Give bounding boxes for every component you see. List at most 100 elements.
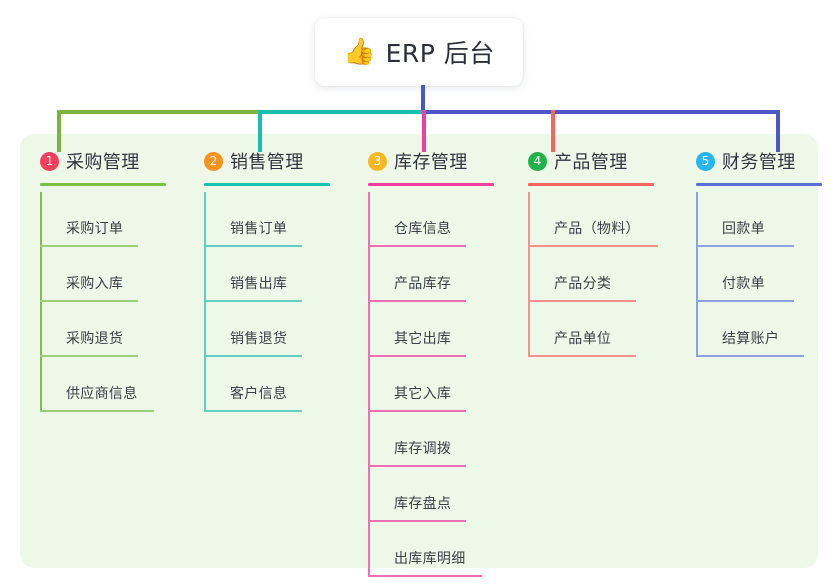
leaf-rule [40,245,138,247]
leaf-rule [204,410,302,412]
bus-segment-teal [260,110,426,114]
leaf-rule [528,245,658,247]
list-item[interactable]: 其它出库 [368,302,500,357]
root-title: ERP 后台 [385,39,495,68]
connector-lines [57,85,780,152]
branch-column-1: 1 采购管理 采购订单 采购入库 采购退货 [40,148,172,412]
branch-header-4[interactable]: 4 产品管理 [528,148,668,186]
branch-badge-5: 5 [696,151,715,171]
list-item[interactable]: 产品（物料） [528,192,668,247]
leaf-label: 出库库明细 [394,551,466,567]
list-item[interactable]: 仓库信息 [368,192,500,247]
list-item[interactable]: 采购订单 [40,192,172,247]
leaf-rule [40,355,138,357]
leaf-label: 销售订单 [230,221,288,237]
leaf-rule [368,300,466,302]
root-stem-line [421,85,425,113]
leaf-rule [528,355,636,357]
branch-spine-2 [204,192,206,412]
leaf-label: 销售退货 [230,331,288,347]
branch-drop-3 [422,110,426,152]
leaf-label: 仓库信息 [394,221,452,237]
branch-leaves-2: 销售订单 销售出库 销售退货 客户信息 [204,192,336,412]
leaf-label: 产品库存 [394,276,452,292]
leaf-rule [368,245,466,247]
branch-spine-3 [368,192,370,577]
leaf-rule [696,245,794,247]
branch-rule-5 [696,183,822,186]
leaf-rule [368,520,466,522]
list-item[interactable]: 其它入库 [368,357,500,412]
list-item[interactable]: 产品库存 [368,247,500,302]
list-item[interactable]: 回款单 [696,192,828,247]
leaf-label: 库存盘点 [394,496,452,512]
list-item[interactable]: 采购退货 [40,302,172,357]
leaf-label: 付款单 [722,276,765,292]
leaf-rule [204,300,302,302]
list-item[interactable]: 出库库明细 [368,522,500,577]
leaf-rule [368,410,466,412]
thumbs-up-icon: 👍 [343,37,376,67]
list-item[interactable]: 销售出库 [204,247,336,302]
leaf-label: 产品（物料） [554,221,640,237]
branch-column-5: 5 财务管理 回款单 付款单 结算账户 [696,148,828,357]
leaf-label: 回款单 [722,221,765,237]
branch-badge-2: 2 [204,151,223,171]
list-item[interactable]: 采购入库 [40,247,172,302]
branch-column-4: 4 产品管理 产品（物料） 产品分类 产品单位 [528,148,668,357]
bus-segment-blue [424,110,780,114]
branch-title-2: 销售管理 [230,152,304,173]
leaf-rule [204,245,302,247]
branch-header-3[interactable]: 3 库存管理 [368,148,500,186]
leaf-label: 销售出库 [230,276,288,292]
list-item[interactable]: 销售退货 [204,302,336,357]
branch-header-2[interactable]: 2 销售管理 [204,148,336,186]
leaf-rule [40,410,154,412]
branch-badge-3: 3 [368,151,387,171]
branch-badge-4: 4 [528,151,547,171]
branches-panel [20,134,818,568]
list-item[interactable]: 库存盘点 [368,467,500,522]
leaf-rule [528,300,636,302]
branch-header-1[interactable]: 1 采购管理 [40,148,172,186]
leaf-label: 其它入库 [394,386,452,402]
branch-rule-3 [368,183,494,186]
leaf-label: 供应商信息 [66,386,138,402]
branch-spine-5 [696,192,698,357]
branch-leaves-3: 仓库信息 产品库存 其它出库 其它入库 库存调拨 [368,192,500,577]
branch-badge-1: 1 [40,151,59,171]
branch-leaves-5: 回款单 付款单 结算账户 [696,192,828,357]
list-item[interactable]: 销售订单 [204,192,336,247]
branch-drop-5 [776,110,780,152]
branch-leaves-4: 产品（物料） 产品分类 产品单位 [528,192,668,357]
branch-rule-1 [40,183,166,186]
branch-header-5[interactable]: 5 财务管理 [696,148,828,186]
leaf-rule [368,355,466,357]
branch-title-3: 库存管理 [394,152,468,173]
leaf-label: 产品分类 [554,276,612,292]
list-item[interactable]: 供应商信息 [40,357,172,412]
branch-drop-4 [551,110,555,152]
list-item[interactable]: 结算账户 [696,302,828,357]
branch-column-2: 2 销售管理 销售订单 销售出库 销售退货 [204,148,336,412]
branch-title-4: 产品管理 [554,152,628,173]
list-item[interactable]: 付款单 [696,247,828,302]
branch-leaves-1: 采购订单 采购入库 采购退货 供应商信息 [40,192,172,412]
leaf-rule [40,300,138,302]
leaf-label: 其它出库 [394,331,452,347]
branch-drop-1 [57,110,61,152]
leaf-rule [368,575,482,577]
branch-title-5: 财务管理 [722,152,796,173]
root-node[interactable]: 👍 ERP 后台 [315,18,523,86]
list-item[interactable]: 产品分类 [528,247,668,302]
leaf-label: 采购订单 [66,221,124,237]
branch-drop-2 [258,110,262,152]
branch-columns: 1 采购管理 采购订单 采购入库 采购退货 [20,134,822,577]
leaf-rule [204,355,302,357]
leaf-label: 采购退货 [66,331,124,347]
list-item[interactable]: 客户信息 [204,357,336,412]
list-item[interactable]: 产品单位 [528,302,668,357]
branch-rule-2 [204,183,330,186]
list-item[interactable]: 库存调拨 [368,412,500,467]
